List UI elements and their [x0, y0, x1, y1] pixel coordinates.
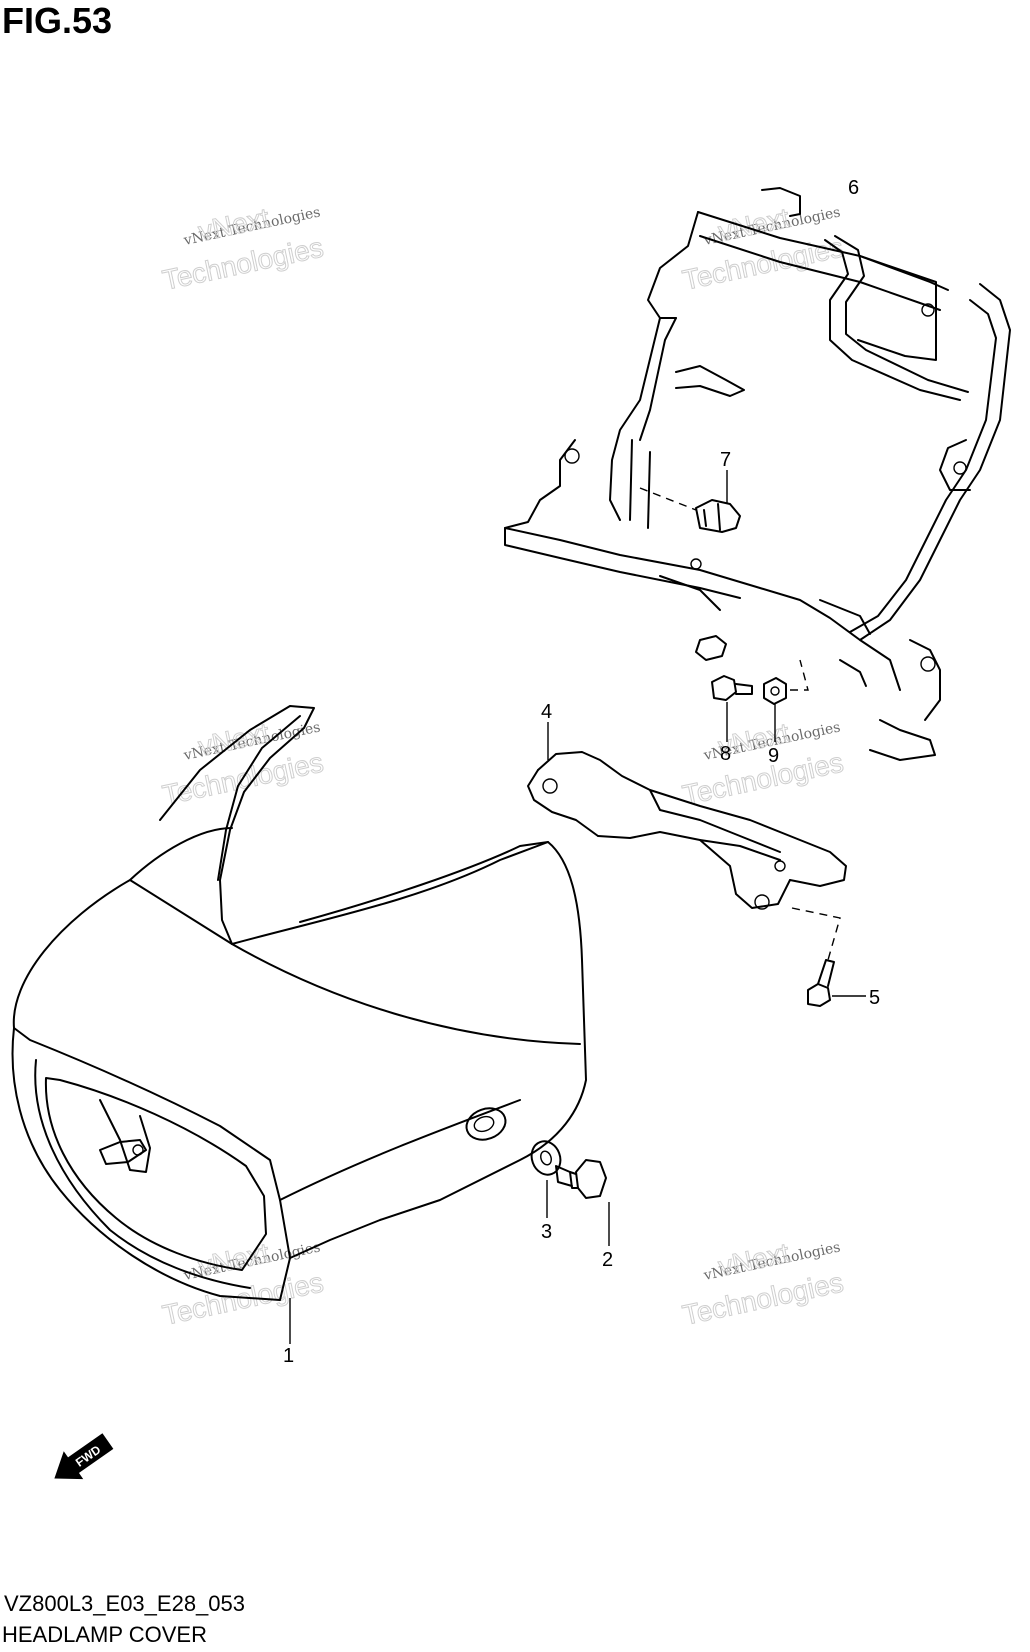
watermark-big-1a: vNext [196, 202, 273, 247]
callout-3: 3 [541, 1221, 552, 1243]
callout-8: 8 [720, 743, 731, 765]
figure-code: VZ800L3_E03_E28_053 [4, 1591, 245, 1616]
callout-4: 4 [541, 701, 552, 723]
callout-9: 9 [768, 745, 779, 767]
watermark-big-6a: vNext [716, 1237, 793, 1282]
figure-title: FIG.53 [2, 0, 113, 41]
callout-2: 2 [602, 1249, 613, 1271]
callout-1: 1 [283, 1345, 294, 1367]
watermark-big-2a: vNext [716, 202, 793, 247]
part-5-bolt [807, 959, 866, 1007]
part-7-grommet [639, 470, 741, 533]
fwd-arrow-icon: FWD [54, 1433, 114, 1480]
callout-5: 5 [869, 987, 880, 1009]
figure-caption: HEADLAMP COVER [2, 1622, 207, 1647]
callout-7: 7 [720, 449, 731, 471]
watermark-big-5a: vNext [196, 1237, 273, 1282]
watermark-group: vNext Technologies vNext Technologies vN… [159, 202, 846, 1332]
callout-6: 6 [848, 177, 859, 199]
part-3-washer [530, 1140, 562, 1218]
part-6-bracket [504, 187, 1011, 761]
part-2-screw [555, 1159, 610, 1246]
part-4-stay [527, 722, 847, 961]
part-8-bolt [711, 675, 753, 742]
part-1-headlamp-cover [11, 705, 587, 1344]
callout-labels: 1 2 3 4 5 6 7 8 9 [283, 177, 880, 1367]
part-9-washer [763, 659, 809, 742]
